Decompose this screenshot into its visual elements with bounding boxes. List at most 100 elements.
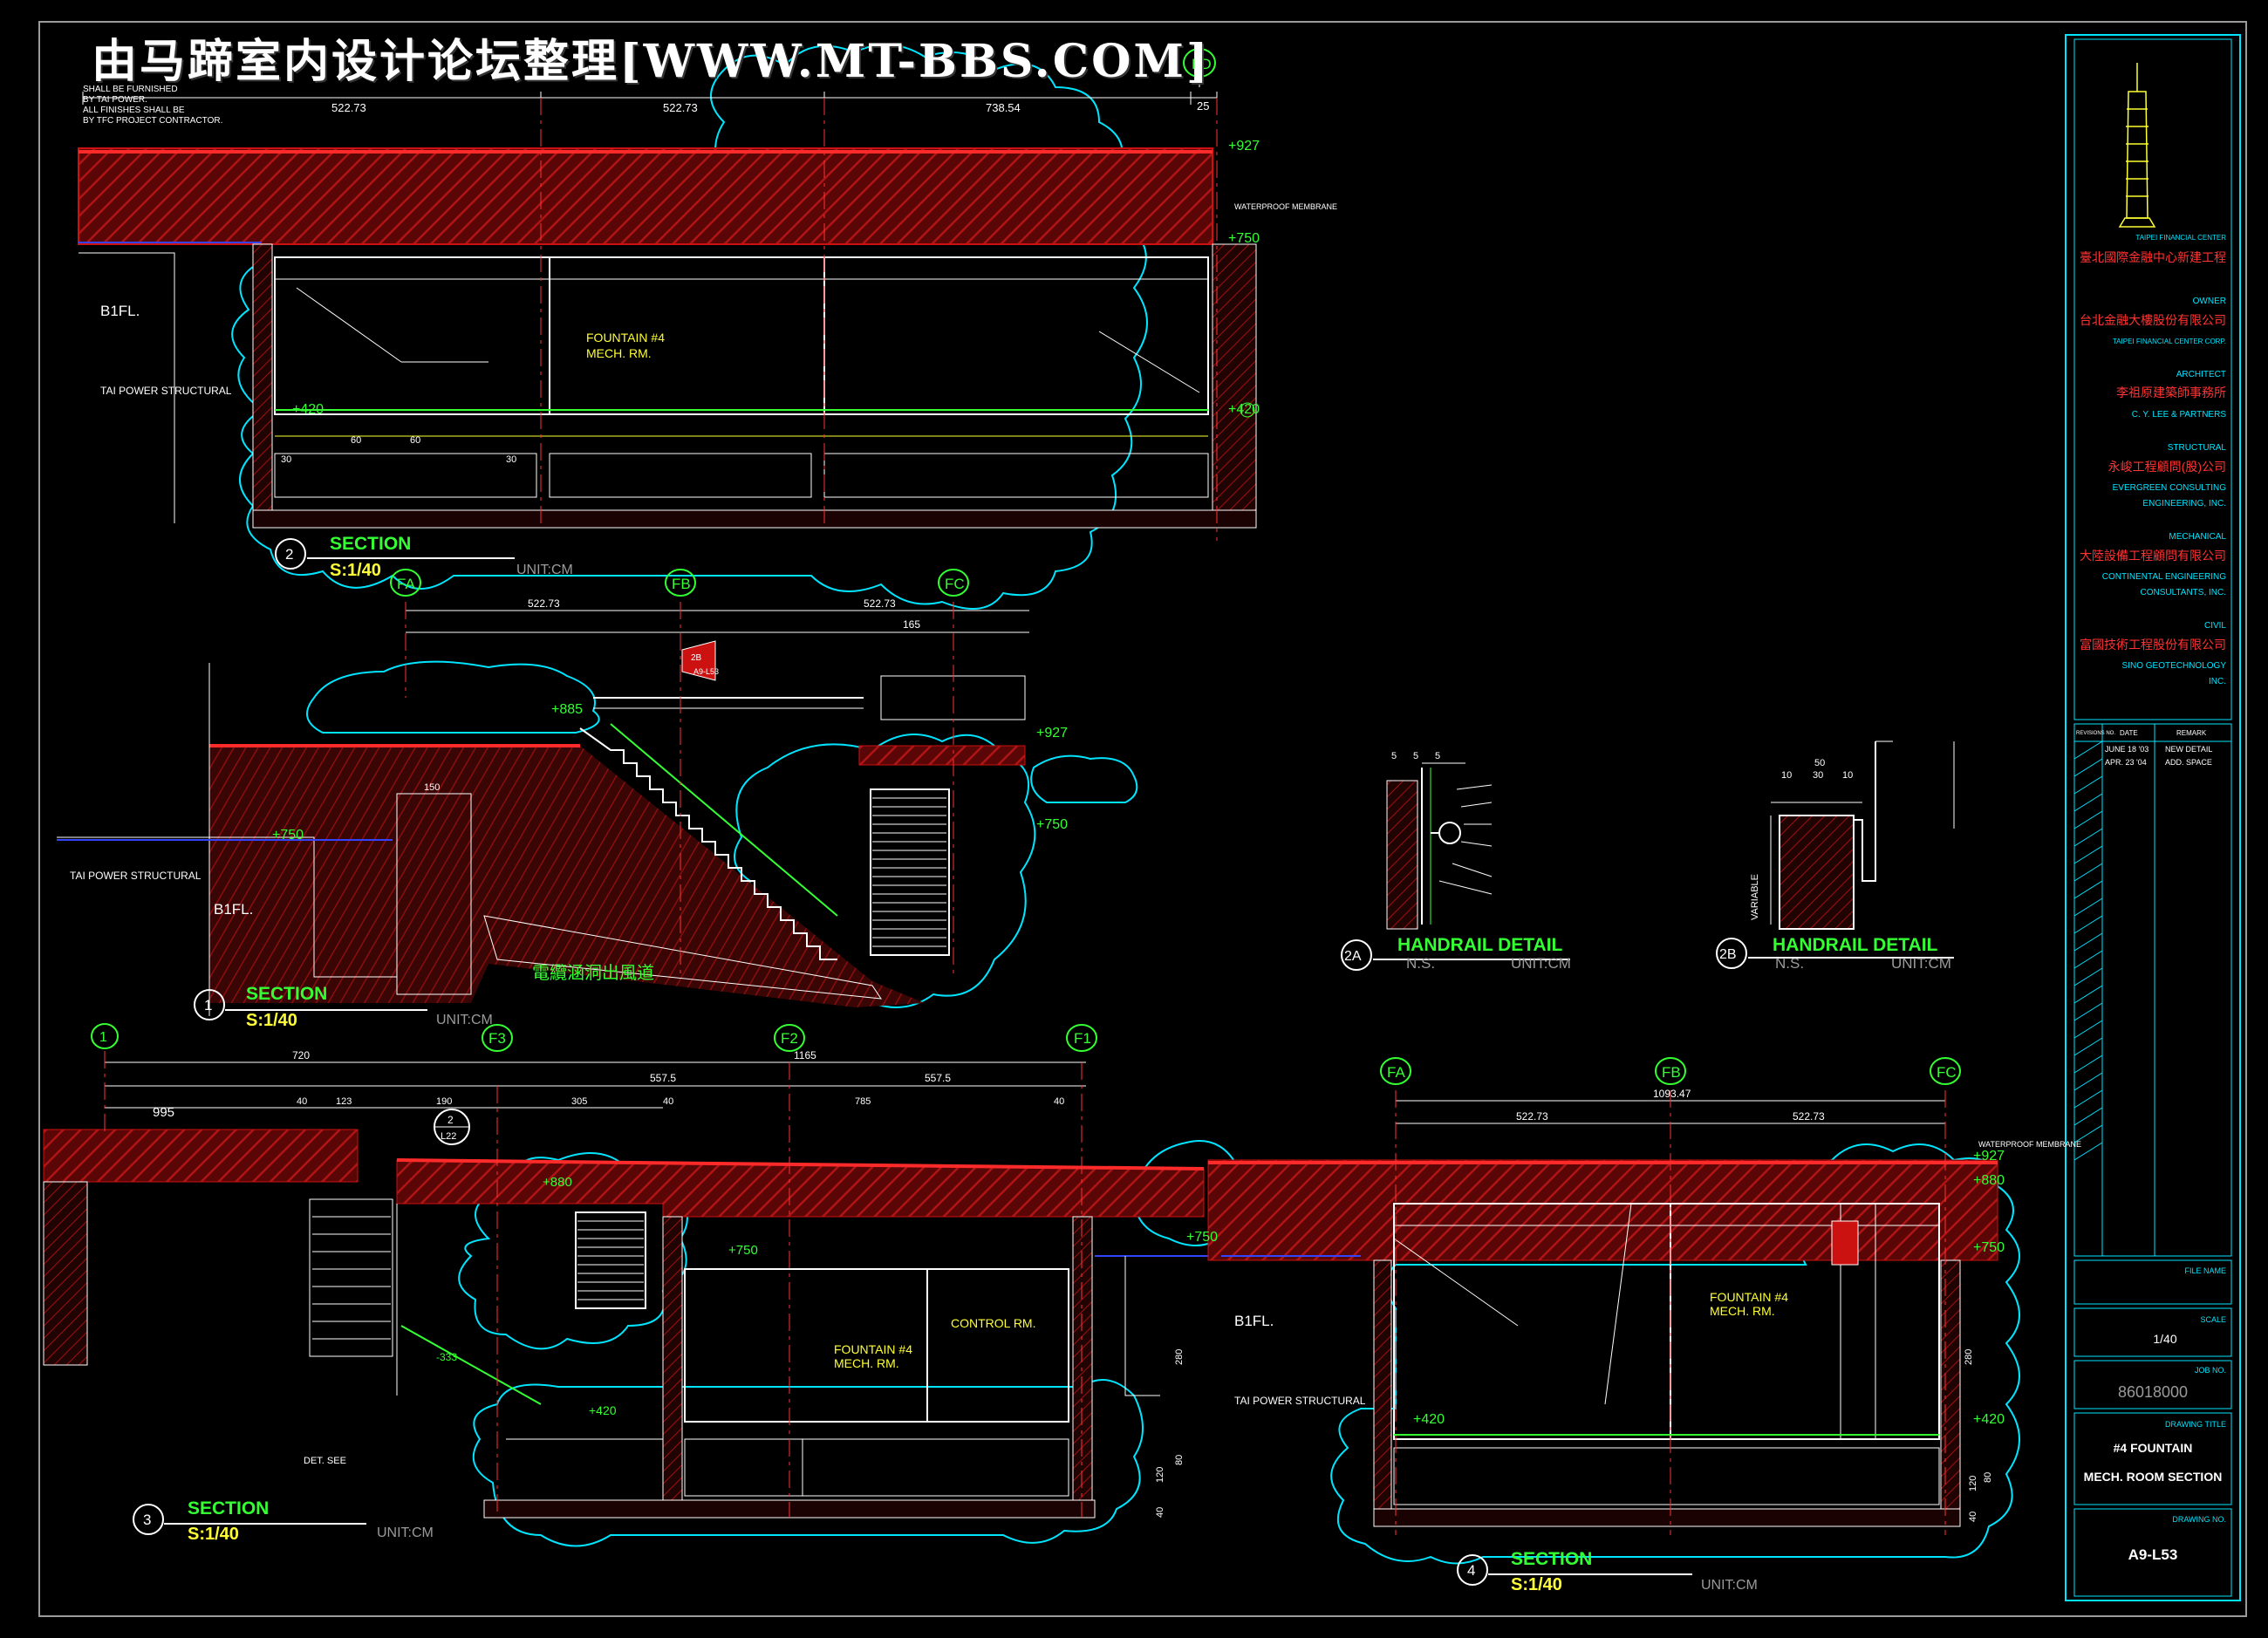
s4-wm: WATERPROOF MEMBRANE [1978, 1140, 2081, 1149]
d2a-dim-2: 5 [1413, 751, 1418, 761]
s2-unit: UNIT:CM [516, 563, 573, 577]
s2-note-4: BY TFC PROJECT CONTRACTOR. [83, 116, 222, 126]
grid-bubble-fb [665, 569, 696, 597]
s2-dim-3: 738.54 [986, 101, 1021, 114]
s3-room-1: FOUNTAIN #4 [834, 1342, 912, 1356]
grid-bubble-fb-4 [1655, 1057, 1686, 1085]
s4-dim-1: 1093.47 [1653, 1088, 1691, 1100]
s2-note-2: BY TAI POWER. [83, 95, 147, 105]
tb-mechanical-cn: 大陸設備工程顧問有限公司 [2080, 549, 2226, 563]
s2-number: 2 [285, 546, 293, 563]
tb-drawing-title-2: MECH. ROOM SECTION [2084, 1470, 2223, 1484]
tb-mechanical-en1: CONTINENTAL ENGINEERING [2102, 572, 2226, 582]
s3-dim-5575b: 557.5 [925, 1072, 951, 1084]
s2-sd-3: 30 [281, 454, 291, 465]
s3-b1fl: B1FL. [1234, 1313, 1274, 1329]
s4-vdim-280: 280 [1964, 1349, 1974, 1365]
section-2-number-bubble [275, 538, 306, 570]
s4-level-880: +880 [1973, 1173, 2005, 1188]
tb-structural-en1: EVERGREEN CONSULTING [2113, 483, 2227, 493]
d2a-dim-3: 5 [1435, 751, 1440, 761]
tb-project-en: TAIPEI FINANCIAL CENTER [2135, 234, 2226, 242]
grid-bubble-fa [390, 569, 421, 597]
tb-mechanical-label: MECHANICAL [2169, 532, 2226, 542]
tb-structural-label: STRUCTURAL [2168, 443, 2227, 453]
s4-grid-fc: FC [1937, 1064, 1957, 1081]
sheet-border [38, 21, 2247, 1617]
s1-tag-top: 2B [691, 653, 702, 663]
s3-dim-40b: 40 [1054, 1096, 1064, 1107]
s3-vdim-40: 40 [1155, 1507, 1165, 1518]
tb-civil-label: CIVIL [2204, 621, 2226, 631]
detail-tag-2b [681, 640, 716, 681]
s3-vdim-80: 80 [1174, 1455, 1185, 1465]
d2b-unit: UNIT:CM [1891, 955, 1951, 972]
d2b-scale: N.S. [1775, 955, 1804, 972]
section-2-view [78, 44, 1257, 610]
s2-b1fl: B1FL. [100, 303, 140, 319]
s3-level-420: +420 [589, 1403, 617, 1417]
s3-level-995: 995 [153, 1105, 174, 1120]
tb-civil-cn: 富國技術工程股份有限公司 [2080, 638, 2226, 652]
s1-level-885: +885 [551, 702, 583, 717]
s1-grid-fc: FC [945, 576, 965, 592]
s1-scale: S:1/40 [246, 1011, 297, 1030]
tb-rev-head-date: DATE [2120, 729, 2138, 737]
d2b-dim-30: 30 [1813, 770, 1823, 781]
s4-vdim-40: 40 [1968, 1512, 1978, 1522]
section-3-number-bubble [133, 1504, 164, 1535]
grid-bubble-fa-4 [1380, 1057, 1411, 1085]
s2-room-1: FOUNTAIN #4 [586, 331, 665, 345]
section-3-view [43, 1023, 1247, 1547]
s2-sd-2: 60 [410, 435, 420, 446]
s4-level-420-right: +420 [1973, 1412, 2005, 1427]
s3-number: 3 [143, 1512, 151, 1528]
s2-level-420-right: +420 [1228, 402, 1260, 417]
tb-drawing-no-label: DRAWING NO. [2172, 1515, 2226, 1524]
s4-number: 4 [1467, 1562, 1475, 1579]
handrail-detail-2b [1716, 741, 1955, 969]
s3-dim-305: 305 [571, 1096, 587, 1107]
s2-grid-fd: FD [1192, 56, 1212, 72]
s1-level-927: +927 [1036, 726, 1068, 741]
s3-det-see: DET. SEE [304, 1456, 346, 1466]
s3-tai-power: TAI POWER STRUCTURAL [1234, 1395, 1366, 1407]
s2-dim-2: 522.73 [663, 101, 698, 114]
tb-rev-head-no: REVISIONS NO. [2076, 731, 2115, 736]
tb-scale: 1/40 [2153, 1332, 2176, 1346]
s3-dim-40c: 40 [297, 1096, 307, 1107]
s2-level-750: +750 [1228, 231, 1260, 246]
grid-bubble-1 [91, 1023, 119, 1049]
s4-title: SECTION [1511, 1549, 1592, 1569]
d2b-dim-50: 50 [1814, 758, 1825, 768]
s1-level-750-right: +750 [1036, 817, 1068, 832]
s2-wm: WATERPROOF MEMBRANE [1234, 202, 1337, 211]
s3-vdim-120: 120 [1155, 1467, 1165, 1483]
s4-room-1: FOUNTAIN #4 [1710, 1290, 1788, 1304]
tb-drawing-no: A9-L53 [2128, 1546, 2178, 1563]
s1-title: SECTION [246, 984, 327, 1004]
s3-grid-f2: F2 [781, 1030, 798, 1047]
detail-2b-number-bubble [1716, 938, 1747, 969]
s2-scale: S:1/40 [330, 561, 381, 580]
s2-tai-power: TAI POWER STRUCTURAL [100, 385, 232, 397]
s3-scale: S:1/40 [188, 1525, 239, 1544]
s1-dim-3: 165 [903, 618, 920, 631]
s3-grid-1: 1 [99, 1030, 107, 1045]
d2b-dim-10a: 10 [1781, 770, 1792, 781]
d2a-number: 2A [1344, 949, 1362, 964]
section-4-number-bubble [1457, 1554, 1488, 1586]
s4-dim-3: 522.73 [1793, 1110, 1825, 1123]
d2a-dim-1: 5 [1391, 751, 1397, 761]
d2b-title: HANDRAIL DETAIL [1773, 935, 1938, 955]
s2-level-927: +927 [1228, 139, 1260, 154]
s4-dim-2: 522.73 [1516, 1110, 1548, 1123]
s3-dim-123: 123 [336, 1096, 352, 1107]
grid-bubble-fc-4 [1930, 1057, 1961, 1085]
s4-grid-fa: FA [1387, 1064, 1405, 1081]
s3-level-880: +880 [543, 1175, 572, 1190]
tb-architect-cn: 李祖原建築師事務所 [2116, 386, 2226, 399]
s3-dim-720: 720 [292, 1049, 310, 1061]
s3-dim-1165: 1165 [794, 1049, 816, 1061]
